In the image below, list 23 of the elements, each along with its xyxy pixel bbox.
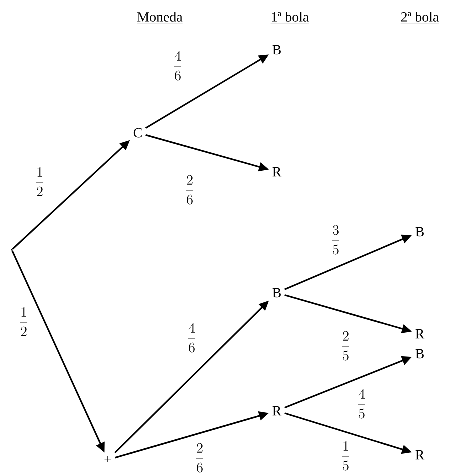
probability-label: $\frac{2}{6}$	[184, 174, 196, 206]
outcome-label: B	[272, 45, 281, 55]
column-heading: 2ª bola	[400, 12, 440, 24]
probability-label: $\frac{1}{5}$	[340, 440, 352, 472]
outcome-label: R	[416, 450, 425, 460]
outcome-label: R	[272, 406, 282, 416]
column-heading: 1ª bola	[270, 12, 310, 24]
outcome-label: R	[272, 167, 282, 177]
probability-label: $\frac{2}{6}$	[194, 442, 206, 474]
outcome-label: B	[272, 288, 281, 298]
probability-label: $\frac{1}{2}$	[34, 166, 46, 198]
outcome-label: +	[104, 456, 112, 463]
probability-label: $\frac{3}{5}$	[330, 224, 342, 256]
outcome-label: B	[416, 349, 424, 359]
probability-label: $\frac{4}{5}$	[356, 388, 368, 420]
probability-label: $\frac{4}{6}$	[186, 322, 198, 354]
outcome-label: R	[416, 329, 425, 339]
probability-label: $\frac{2}{5}$	[340, 330, 352, 362]
probability-label: $\frac{4}{6}$	[172, 50, 184, 82]
outcome-label: B	[416, 227, 424, 237]
outcome-label: C	[134, 128, 142, 138]
probability-label: $\frac{1}{2}$	[18, 306, 30, 338]
column-heading: Moneda	[136, 12, 184, 24]
